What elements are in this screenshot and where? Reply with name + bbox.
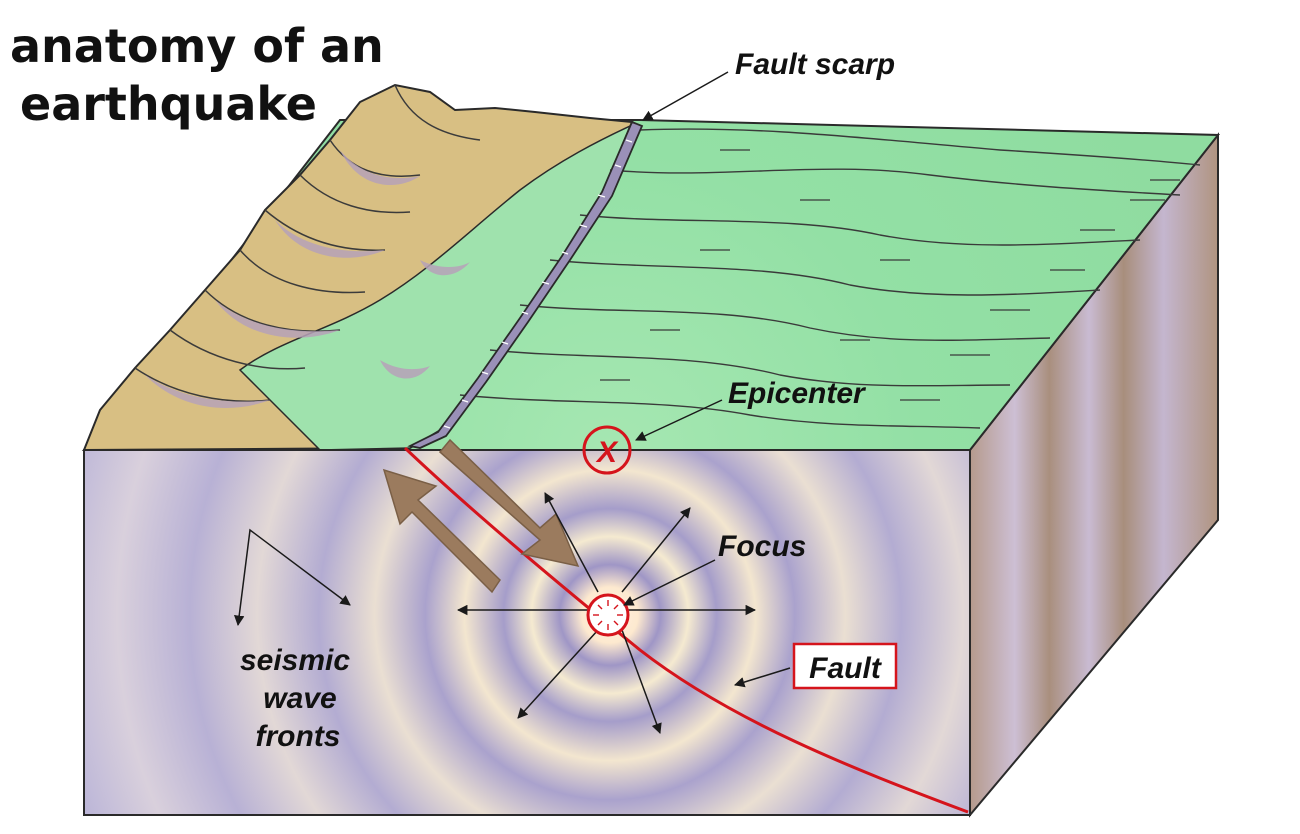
label-wave-fronts-3: fronts bbox=[256, 720, 341, 753]
page-title-line-2: earthquake bbox=[20, 77, 317, 131]
ridge-shadows bbox=[145, 150, 470, 408]
fault-scarp-pointer bbox=[642, 71, 729, 121]
surface-contours bbox=[459, 128, 1201, 429]
label-epicenter: Epicenter bbox=[728, 377, 867, 410]
fault-pointer bbox=[733, 667, 791, 688]
fault-label-box bbox=[792, 642, 898, 690]
label-wave-fronts-2: wave bbox=[263, 682, 336, 715]
page-title-line-1: anatomy of an bbox=[10, 19, 384, 73]
radial-arrows bbox=[456, 492, 757, 734]
epicenter-pointer bbox=[635, 399, 723, 441]
focus-marker-icon bbox=[586, 593, 630, 637]
fault-line bbox=[403, 446, 969, 814]
surface-dashes bbox=[600, 149, 1180, 401]
epicenter-mark: X bbox=[595, 436, 619, 469]
ridge-lines bbox=[134, 84, 481, 402]
wave-front-pointers bbox=[233, 528, 351, 627]
fault-scarp-band bbox=[407, 120, 644, 449]
focus-pointer bbox=[623, 559, 716, 606]
epicenter-marker-icon: X bbox=[582, 425, 632, 475]
fault-scarp-texture bbox=[443, 139, 633, 429]
label-wave-fronts-1: seismic bbox=[240, 644, 350, 677]
foothills bbox=[238, 124, 632, 451]
label-fault-scarp: Fault scarp bbox=[735, 48, 895, 81]
label-pointers bbox=[623, 71, 791, 688]
label-focus: Focus bbox=[718, 530, 806, 563]
label-fault: Fault bbox=[809, 652, 883, 685]
slip-arrows bbox=[382, 438, 580, 594]
